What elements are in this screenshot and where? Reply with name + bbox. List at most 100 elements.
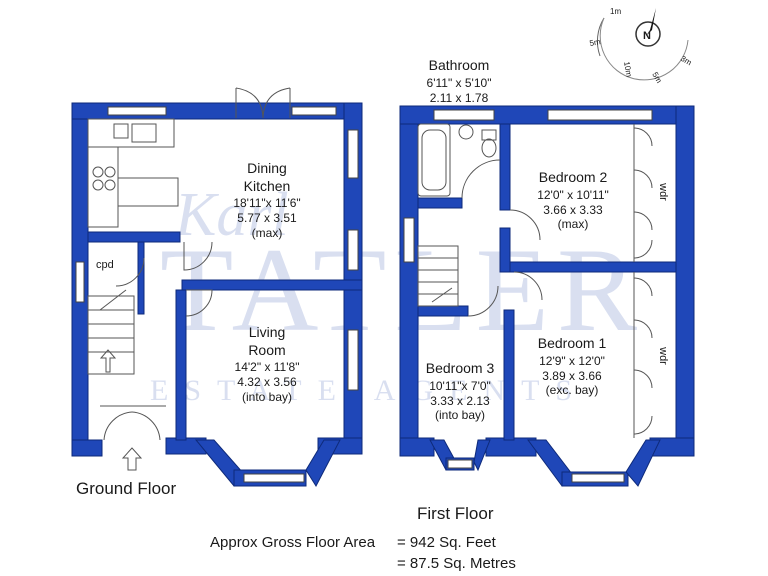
french-doors xyxy=(235,87,291,119)
wardrobe-bed2 xyxy=(633,124,653,262)
ff-wall-bed3-east xyxy=(503,309,515,441)
bed1-door xyxy=(513,271,543,301)
bedroom1-note: (exc. bay) xyxy=(546,383,599,397)
wardrobe-bed1 xyxy=(633,272,653,438)
wall-stair xyxy=(137,241,145,315)
ground-stairs xyxy=(87,289,135,375)
cupboard-door xyxy=(115,257,145,287)
bath-icon xyxy=(417,123,451,197)
bedroom2-label: Bedroom 2 12'0" x 10'11" 3.66 x 3.33 (ma… xyxy=(537,169,609,231)
ff-wall-west xyxy=(399,105,419,457)
bedroom1-label: Bedroom 1 12'9" x 12'0" 3.89 x 3.66 (exc… xyxy=(538,335,607,397)
compass-tick-3: 3m xyxy=(679,54,693,68)
north-arrow-icon xyxy=(646,8,656,36)
compass-tick-2: 5m xyxy=(589,37,602,48)
kitchen-units xyxy=(87,118,179,228)
hob-icon xyxy=(92,166,104,178)
bedroom1-wardrobe-label: wdr xyxy=(657,346,669,365)
first-floor-title: First Floor xyxy=(417,504,494,523)
stairs-up-arrow-icon xyxy=(99,349,117,373)
compass: N 1m 5m 3m 5m 10m xyxy=(589,7,694,85)
bedroom3-metric: 3.33 x 2.13 xyxy=(430,394,490,408)
bedroom3-name: Bedroom 3 xyxy=(426,360,495,376)
living-room-imperial: 14'2" x 11'8" xyxy=(235,360,300,374)
bedroom2-name: Bedroom 2 xyxy=(539,169,608,185)
cpd-label: cpd xyxy=(96,259,114,271)
bed3-door xyxy=(467,285,499,317)
window-dining xyxy=(291,106,337,116)
ground-floor-plan: cpd Dining Kitchen 18'11"x 11'6" 5.77 x … xyxy=(71,87,363,498)
compass-tick-4: 5m xyxy=(650,71,664,85)
bedroom3-note: (into bay) xyxy=(435,408,485,422)
bay-wall-right xyxy=(305,439,341,488)
bedroom1-metric: 3.89 x 3.66 xyxy=(542,369,602,383)
ff-wall-east xyxy=(675,105,695,457)
ff-window-bed3-bay xyxy=(447,459,473,469)
bathroom-metric: 2.11 x 1.78 xyxy=(430,91,489,105)
bay1-right xyxy=(625,439,661,487)
living-room-name-1: Living xyxy=(249,324,286,340)
bay3-right xyxy=(473,439,491,472)
bedroom1-imperial: 12'9" x 12'0" xyxy=(539,354,605,368)
bedroom1-name: Bedroom 1 xyxy=(538,335,607,351)
entrance xyxy=(100,405,166,471)
window-east-1 xyxy=(347,129,359,179)
dining-kitchen-name-1: Dining xyxy=(247,160,287,176)
window-east-2 xyxy=(347,229,359,271)
living-room-metric: 4.32 x 3.56 xyxy=(237,375,297,389)
wall-living-north xyxy=(181,279,363,291)
window-east-3 xyxy=(347,329,359,391)
dining-kitchen-imperial: 18'11"x 11'6" xyxy=(233,196,300,210)
ff-window-landing xyxy=(403,217,415,263)
dining-kitchen-label: Dining Kitchen 18'11"x 11'6" 5.77 x 3.51… xyxy=(233,160,300,240)
dining-kitchen-metric: 5.77 x 3.51 xyxy=(237,211,297,225)
bathroom-fittings xyxy=(417,123,501,199)
ff-wall-south-1 xyxy=(399,437,435,457)
ff-window-bath xyxy=(433,109,495,121)
entrance-arrow-icon xyxy=(121,447,143,471)
bedroom3-imperial: 10'11"x 7'0" xyxy=(429,379,491,393)
bedroom2-imperial: 12'0" x 10'11" xyxy=(537,188,609,202)
ground-floor-title: Ground Floor xyxy=(76,479,176,498)
compass-north-label: N xyxy=(643,30,651,42)
gross-floor-area: Approx Gross Floor Area = 942 Sq. Feet =… xyxy=(210,534,516,572)
compass-tick-1: 1m xyxy=(610,7,621,16)
window-hall xyxy=(75,261,85,303)
first-floor-plan: Bathroom 6'11" x 5'10" 2.11 x 1.78 Bedro… xyxy=(399,57,695,523)
basin-icon xyxy=(458,124,474,140)
bathroom-label: Bathroom 6'11" x 5'10" 2.11 x 1.78 xyxy=(427,57,492,105)
area-sq-metres: = 87.5 Sq. Metres xyxy=(397,555,516,572)
watermark-script: Karl xyxy=(174,181,289,249)
living-room-name-2: Room xyxy=(248,342,285,358)
ff-wall-bath-east xyxy=(499,123,511,211)
bathroom-name: Bathroom xyxy=(429,57,490,73)
ff-window-bed2 xyxy=(547,109,653,121)
ff-wall-bed2-west xyxy=(499,227,511,273)
area-sq-feet: = 942 Sq. Feet xyxy=(397,534,497,551)
ff-window-bed1-bay xyxy=(571,473,625,483)
ff-wall-bed3-north xyxy=(417,305,469,317)
bedroom2-metric: 3.66 x 3.33 xyxy=(543,203,603,217)
living-door xyxy=(185,289,213,317)
dining-kitchen-note: (max) xyxy=(252,226,283,240)
bay-window xyxy=(243,473,305,483)
ff-wall-bath-south xyxy=(417,197,463,209)
sink-icon xyxy=(113,123,129,139)
wall-living-west xyxy=(175,289,187,441)
ff-wall-bed2-south xyxy=(509,261,677,273)
bedroom3-label: Bedroom 3 10'11"x 7'0" 3.33 x 2.13 (into… xyxy=(426,360,495,422)
first-floor-stairs xyxy=(417,245,459,307)
window-kitchen xyxy=(107,106,167,116)
wall-hall-north xyxy=(87,231,181,243)
dining-kitchen-name-2: Kitchen xyxy=(244,178,291,194)
compass-tick-5: 10m xyxy=(622,61,634,78)
kitchen-door xyxy=(183,241,213,271)
bedroom2-note: (max) xyxy=(558,217,589,231)
bedroom2-wardrobe-label: wdr xyxy=(657,182,669,201)
bed2-door xyxy=(509,209,541,241)
watermark-tagline: ESTATE AGENTS xyxy=(150,374,588,407)
toilet-icon xyxy=(481,129,497,141)
area-label: Approx Gross Floor Area xyxy=(210,534,376,551)
